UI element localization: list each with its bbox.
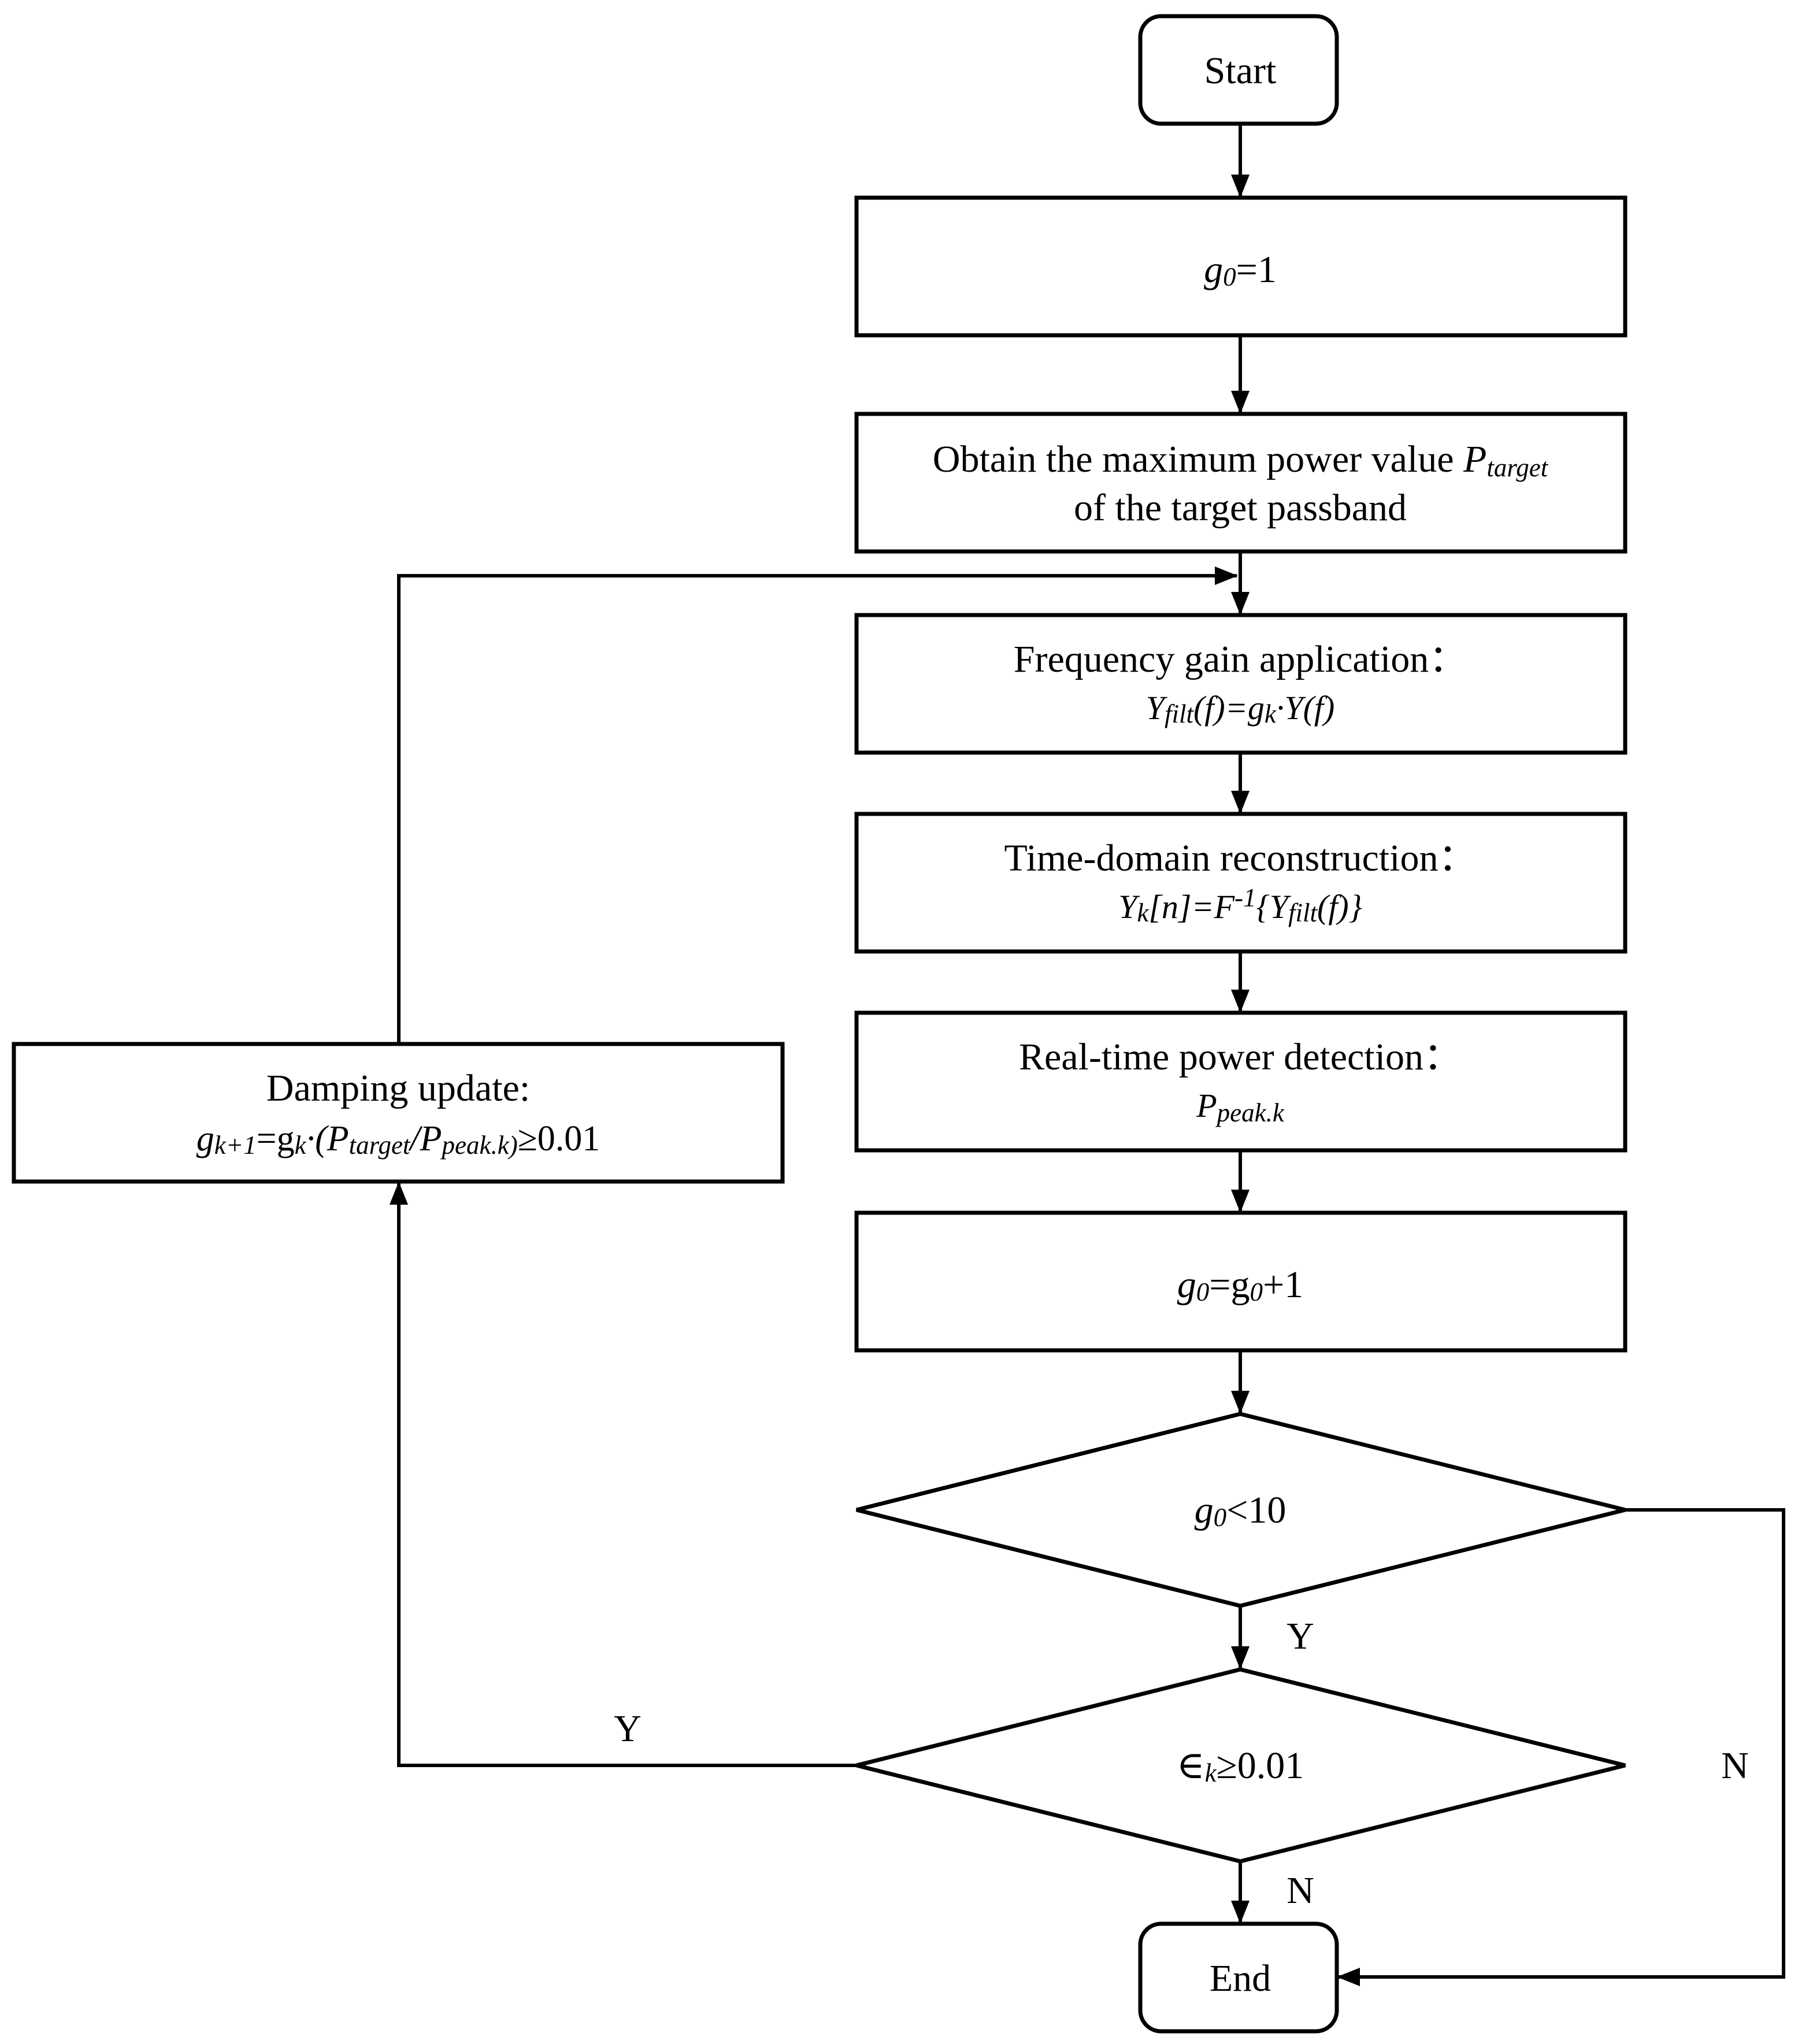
time-domain-box [854,812,1628,954]
decision2-yes-label: Y [614,1708,642,1750]
arrow-decision1-no-to-end [1337,1508,1785,1986]
obtain-line2: of the target passband [1074,487,1407,529]
damping-box [12,1042,785,1184]
init-box [854,195,1628,338]
freq-gain-formula: Yfilt(f)=gk·Y(f) [1146,689,1335,728]
decision1-label: g0<10 [1195,1489,1287,1532]
init-label: g0=1 [1204,249,1277,291]
decision1-yes-label: Y [1287,1615,1314,1657]
decision1-no-label: N [1721,1745,1749,1787]
time-domain-formula: Yk[n]=F-1{Yfilt(f)} [1118,883,1362,927]
end-label: End [1210,1957,1271,1999]
increment-label: g0=g0+1 [1177,1264,1303,1306]
arrow-decision2-yes-to-damping [390,1182,857,1767]
freq-gain-box [854,613,1628,755]
power-detect-title: Real-time power detection： [1019,1036,1462,1078]
obtain-box [854,412,1628,554]
start-label: Start [1204,50,1277,92]
decision2-label: ∈k≥0.01 [1177,1745,1304,1787]
decision2-no-label: N [1287,1869,1314,1912]
increment-box [854,1210,1628,1353]
arrow-damping-loop-back [397,566,1238,1044]
damping-title: Damping update: [266,1067,530,1109]
freq-gain-title: Frequency gain application： [1014,638,1467,680]
time-domain-title: Time-domain reconstruction： [1004,837,1477,879]
power-detect-box [854,1010,1628,1153]
obtain-line1: Obtain the maximum power value Ptarget [933,438,1549,482]
power-detect-formula: Ppeak.k [1196,1087,1285,1127]
damping-formula: gk+1=gk·(Ptarget/Ppeak.k)≥0.01 [197,1119,600,1160]
